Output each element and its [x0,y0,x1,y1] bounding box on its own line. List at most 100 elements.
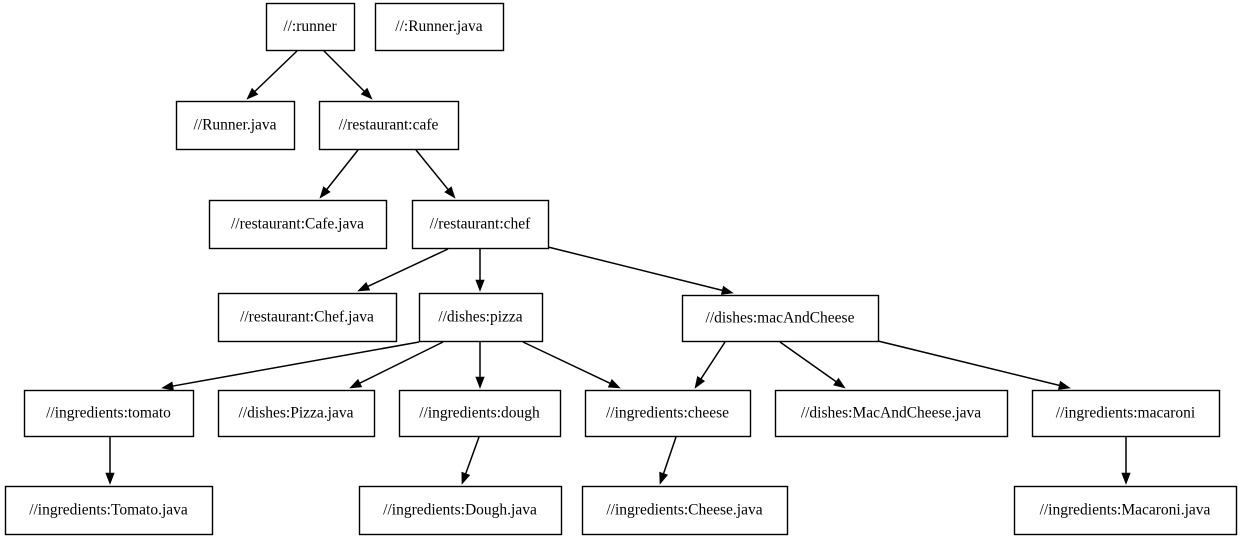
node-box[interactable] [1031,389,1221,438]
graph-node-ing_cheese[interactable]: //ingredients:cheese [584,389,752,438]
edge-layer [105,50,1131,485]
graph-node-runner_java_root[interactable]: //:Runner.java [374,2,505,52]
arrowhead-icon [1057,380,1071,390]
node-box[interactable] [318,100,460,151]
node-label: //dishes:Pizza.java [239,405,354,422]
graph-node-runner[interactable]: //:runner [265,2,356,52]
node-label: //ingredients:macaroni [1056,405,1196,422]
edge-dishes_pizza-to-ing_dough [475,342,485,389]
node-label: //ingredients:cheese [606,405,729,422]
arrowhead-icon [659,471,669,485]
arrowhead-icon [720,285,734,295]
node-label: //restaurant:cafe [339,117,439,134]
node-label: //restaurant:Cafe.java [231,216,364,233]
graph-node-dishes_mac[interactable]: //dishes:macAndCheese [681,294,880,343]
graph-node-ing_dough[interactable]: //ingredients:dough [398,389,562,438]
graph-node-restaurant_chef[interactable]: //restaurant:chef [411,199,550,250]
node-box[interactable] [208,199,388,250]
edge-restaurant_chef-to-dishes_mac [547,246,734,295]
graph-node-tomato_java[interactable]: //ingredients:Tomato.java [4,485,214,536]
node-label: //restaurant:Chef.java [240,309,374,326]
arrowhead-icon [1121,472,1131,485]
node-label: //ingredients:Dough.java [383,502,537,519]
edge-line [367,248,449,288]
edge-runner-to-runner_java [246,50,298,100]
node-box[interactable] [1013,485,1238,536]
graph-node-macaroni_java[interactable]: //ingredients:Macaroni.java [1013,485,1238,536]
node-label: //dishes:macAndCheese [706,310,855,327]
node-label: //ingredients:Macaroni.java [1040,502,1211,519]
edge-ing_dough-to-dough_java [461,436,480,485]
edge-restaurant_chef-to-chef_java [357,248,449,292]
node-label: //Runner.java [193,117,276,134]
node-box[interactable] [374,2,505,52]
graph-node-ing_macaroni[interactable]: //ingredients:macaroni [1031,389,1221,438]
graph-node-mac_java[interactable]: //dishes:MacAndCheese.java [774,389,1009,438]
node-label: //ingredients:Tomato.java [29,502,188,519]
node-label: //ingredients:dough [419,405,540,422]
arrowhead-icon [475,279,485,292]
graph-node-pizza_java[interactable]: //dishes:Pizza.java [217,389,376,438]
edge-line [779,341,837,383]
graph-node-dough_java[interactable]: //ingredients:Dough.java [358,485,563,536]
graph-node-restaurant_cafe[interactable]: //restaurant:cafe [318,100,460,151]
node-box[interactable] [418,292,544,343]
graph-node-cafe_java[interactable]: //restaurant:Cafe.java [208,199,388,250]
node-box[interactable] [217,389,376,438]
arrowhead-icon [349,378,363,389]
edge-line [662,436,677,474]
node-layer: //:runner //:Runner.java //Runner.java //re… [4,2,1238,536]
edge-line [522,341,611,384]
arrowhead-icon [357,282,371,292]
arrowhead-icon [444,186,456,199]
edge-dishes_mac-to-mac_java [779,341,846,389]
edge-dishes_mac-to-ing_macaroni [877,340,1071,390]
edge-runner-to-restaurant_cafe [323,50,373,100]
node-label: //ingredients:tomato [46,405,171,422]
arrowhead-icon [475,376,485,389]
edge-line [700,341,726,380]
node-box[interactable] [265,2,356,52]
node-box[interactable] [4,485,214,536]
edge-line [172,341,420,387]
node-box[interactable] [23,389,195,438]
edge-line [359,341,444,384]
node-label: //dishes:MacAndCheese.java [801,405,981,422]
graph-node-dishes_pizza[interactable]: //dishes:pizza [418,292,544,343]
arrowhead-icon [833,377,846,389]
node-box[interactable] [398,389,562,438]
graph-node-chef_java[interactable]: //restaurant:Chef.java [217,292,398,343]
graph-node-cheese_java[interactable]: //ingredients:Cheese.java [581,485,789,536]
node-box[interactable] [774,389,1009,438]
edge-dishes_pizza-to-pizza_java [349,341,444,389]
edge-ing_tomato-to-tomato_java [105,437,115,485]
edge-line [323,50,365,92]
edge-dishes_mac-to-ing_cheese [694,341,726,389]
edge-restaurant_cafe-to-restaurant_chef [415,149,456,199]
graph-node-runner_java[interactable]: //Runner.java [175,100,296,151]
node-box[interactable] [581,485,789,536]
node-box[interactable] [411,199,550,250]
arrowhead-icon [319,186,331,199]
node-box[interactable] [358,485,563,536]
node-label: //dishes:pizza [438,309,522,326]
edge-restaurant_cafe-to-cafe_java [319,149,359,199]
graph-node-ing_tomato[interactable]: //ingredients:tomato [23,389,195,438]
edge-line [415,149,449,190]
node-box[interactable] [175,100,296,151]
node-label: //:runner [283,18,337,35]
edge-line [326,149,359,190]
edge-line [877,340,1060,387]
node-box[interactable] [681,294,880,343]
arrowhead-icon [161,381,174,391]
edge-line [465,436,480,474]
edge-line [254,50,298,92]
edge-dishes_pizza-to-ing_tomato [161,341,420,391]
arrowhead-icon [694,376,706,389]
node-box[interactable] [584,389,752,438]
arrowhead-icon [360,87,373,100]
arrowhead-icon [105,472,115,485]
edge-ing_cheese-to-cheese_java [659,436,677,485]
node-box[interactable] [217,292,398,343]
